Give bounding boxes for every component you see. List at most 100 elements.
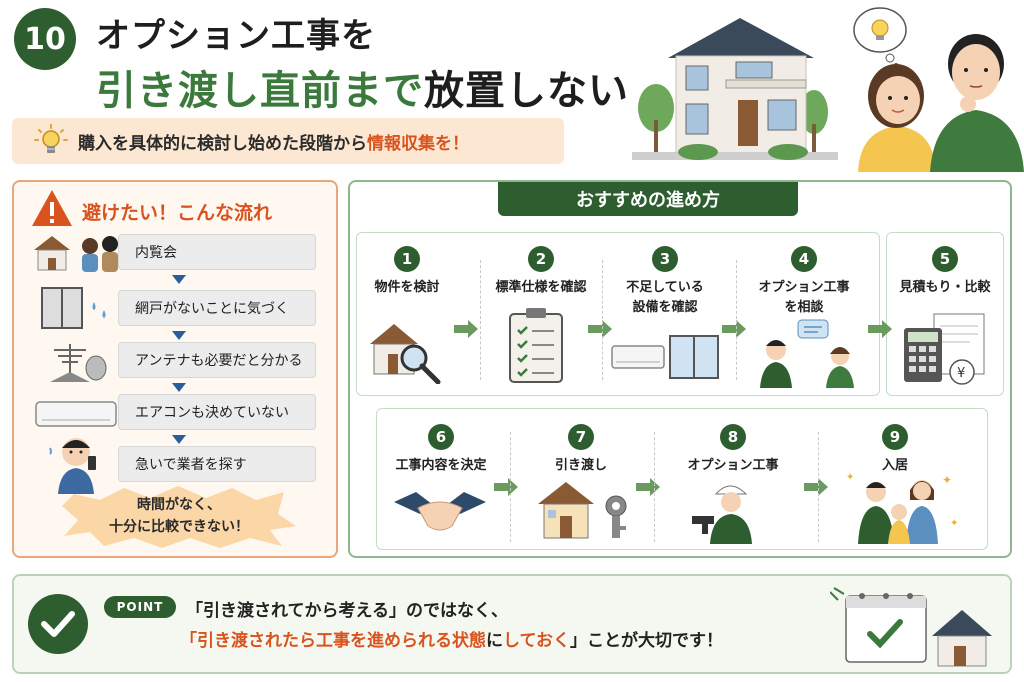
avoid-warning-text: 時間がなく、 十分に比較できない！ (60, 494, 298, 538)
step-divider (510, 432, 511, 542)
right-arrow-icon (454, 320, 478, 338)
step-label: 引き渡し (554, 458, 607, 473)
down-arrow-icon (172, 275, 186, 284)
point-text-line2: 「引き渡されたら工事を進められる状態にしておく」ことが大切です！ (180, 626, 723, 651)
svg-text:✦: ✦ (942, 473, 952, 487)
step-label: オプション工事 (758, 280, 850, 295)
check-circle-icon (28, 594, 88, 654)
step-1: 1 物件を検討 (362, 246, 452, 298)
step-3: 3 不足している 設備を確認 (610, 246, 720, 318)
step-divider (602, 260, 603, 380)
svg-text:✦: ✦ (846, 472, 854, 483)
avoid-step-label: アンテナも必要だと分かる (135, 353, 303, 369)
step-7: 7 引き渡し (526, 424, 636, 476)
warning-burst-shape (62, 486, 296, 548)
step-number: 3 (652, 246, 678, 272)
right-arrow-icon (722, 320, 746, 338)
air-conditioner-icon (35, 401, 117, 427)
step-number: 1 (394, 246, 420, 272)
step-label-2: を相談 (784, 300, 824, 315)
right-arrow-icon (636, 478, 660, 496)
calculator-estimate-icon: ¥ (904, 313, 985, 385)
step-number: 8 (720, 424, 746, 450)
step-divider (818, 432, 819, 542)
step-8: 8 オプション工事 (668, 424, 798, 476)
clipboard-checklist-icon (509, 308, 563, 383)
title-dark-text: 放置しない (424, 68, 629, 114)
avoid-step-label: 急いで業者を探す (135, 457, 247, 473)
avoid-step-label: 網戸がないことに気づく (135, 301, 289, 317)
step-number: 9 (882, 424, 908, 450)
aircon-window-icon (611, 335, 719, 379)
avoid-step-5: 急いで業者を探す (118, 446, 316, 482)
section-number: 10 (24, 21, 66, 57)
avoid-warning-line2: 十分に比較できない！ (109, 519, 249, 535)
right-arrow-icon (588, 320, 612, 338)
step-4: 4 オプション工事 を相談 (744, 246, 864, 318)
step-6: 6 工事内容を決定 (386, 424, 496, 476)
step-label: 不足している (626, 280, 704, 295)
point-end-text: 」ことが大切です！ (569, 631, 723, 651)
point-badge: POINT (104, 596, 176, 618)
section-number-badge: 10 (14, 8, 76, 70)
recommended-title: おすすめの進め方 (498, 182, 798, 216)
house-search-icon (370, 324, 441, 384)
window-screen-icon (41, 287, 106, 329)
avoid-title: 避けたい！こんな流れ (82, 202, 273, 224)
step-label: 標準仕様を確認 (495, 280, 587, 295)
title-green-text: 引き渡し直前まで (96, 68, 424, 114)
step-label-2: 設備を確認 (632, 300, 698, 315)
step-label: 入居 (881, 458, 908, 473)
down-arrow-icon (172, 383, 186, 392)
step-9: 9 入居 (840, 424, 950, 476)
house-couple-illustration (632, 7, 1024, 172)
tip-highlight: 情報収集を！ (367, 133, 469, 154)
step-number: 4 (791, 246, 817, 272)
right-arrow-icon (804, 478, 828, 496)
avoid-step-1: 内覧会 (118, 234, 316, 270)
point-highlight-1: 「引き渡されたら工事を進められる状態 (180, 631, 486, 651)
step-number: 5 (932, 246, 958, 272)
svg-text:¥: ¥ (957, 366, 965, 381)
avoid-step-label: エアコンも決めていない (135, 405, 289, 421)
avoid-step-3: アンテナも必要だと分かる (118, 342, 316, 378)
worker-drill-icon (692, 485, 752, 544)
step-number: 6 (428, 424, 454, 450)
house-visit-icon (34, 236, 118, 272)
step-label: 工事内容を決定 (395, 458, 487, 473)
step-2: 2 標準仕様を確認 (486, 246, 596, 298)
step-label: オプション工事 (687, 458, 779, 473)
step-divider (480, 260, 481, 380)
calendar-house-icon (830, 587, 992, 667)
right-arrow-icon (868, 320, 892, 338)
step-label: 見積もり・比較 (899, 280, 991, 295)
house-key-icon (538, 482, 627, 539)
family-icon: ✦ ✦ ✦ (846, 472, 958, 544)
svg-text:✦: ✦ (950, 518, 958, 529)
tip-text: 購入を具体的に検討し始めた段階から (78, 133, 367, 154)
step-5: 5 見積もり・比較 (890, 246, 1000, 298)
down-arrow-icon (172, 435, 186, 444)
point-highlight-2: しておく (503, 631, 570, 651)
avoid-step-2: 網戸がないことに気づく (118, 290, 316, 326)
point-text-line1: 「引き渡されてから考える」のではなく、 (186, 601, 508, 621)
page-title-line1: オプション工事を (96, 16, 376, 56)
tip-banner: 購入を具体的に検討し始めた段階から情報収集を！ (12, 118, 564, 164)
avoid-warning-line1: 時間がなく、 (137, 497, 221, 513)
avoid-step-label: 内覧会 (135, 245, 177, 261)
right-arrow-icon (494, 478, 518, 496)
step-number: 2 (528, 246, 554, 272)
step-label: 物件を検討 (374, 280, 440, 295)
down-arrow-icon (172, 331, 186, 340)
step-divider (654, 432, 655, 542)
handshake-icon (394, 492, 486, 531)
step-divider (736, 260, 737, 380)
step-number: 7 (568, 424, 594, 450)
worried-man-phone-icon (49, 438, 96, 494)
page-title-line2: 引き渡し直前まで放置しない (96, 58, 629, 116)
avoid-step-4: エアコンも決めていない (118, 394, 316, 430)
antenna-icon (50, 344, 107, 382)
lightbulb-icon (34, 124, 68, 153)
point-mid-text: に (486, 631, 503, 651)
warning-icon (32, 190, 72, 226)
